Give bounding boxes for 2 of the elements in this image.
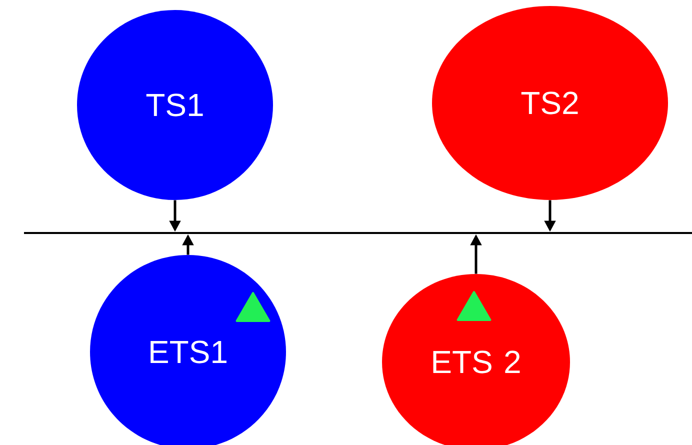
circle-node: TS1 [77,10,273,200]
circle-node: TS2 [432,6,668,200]
